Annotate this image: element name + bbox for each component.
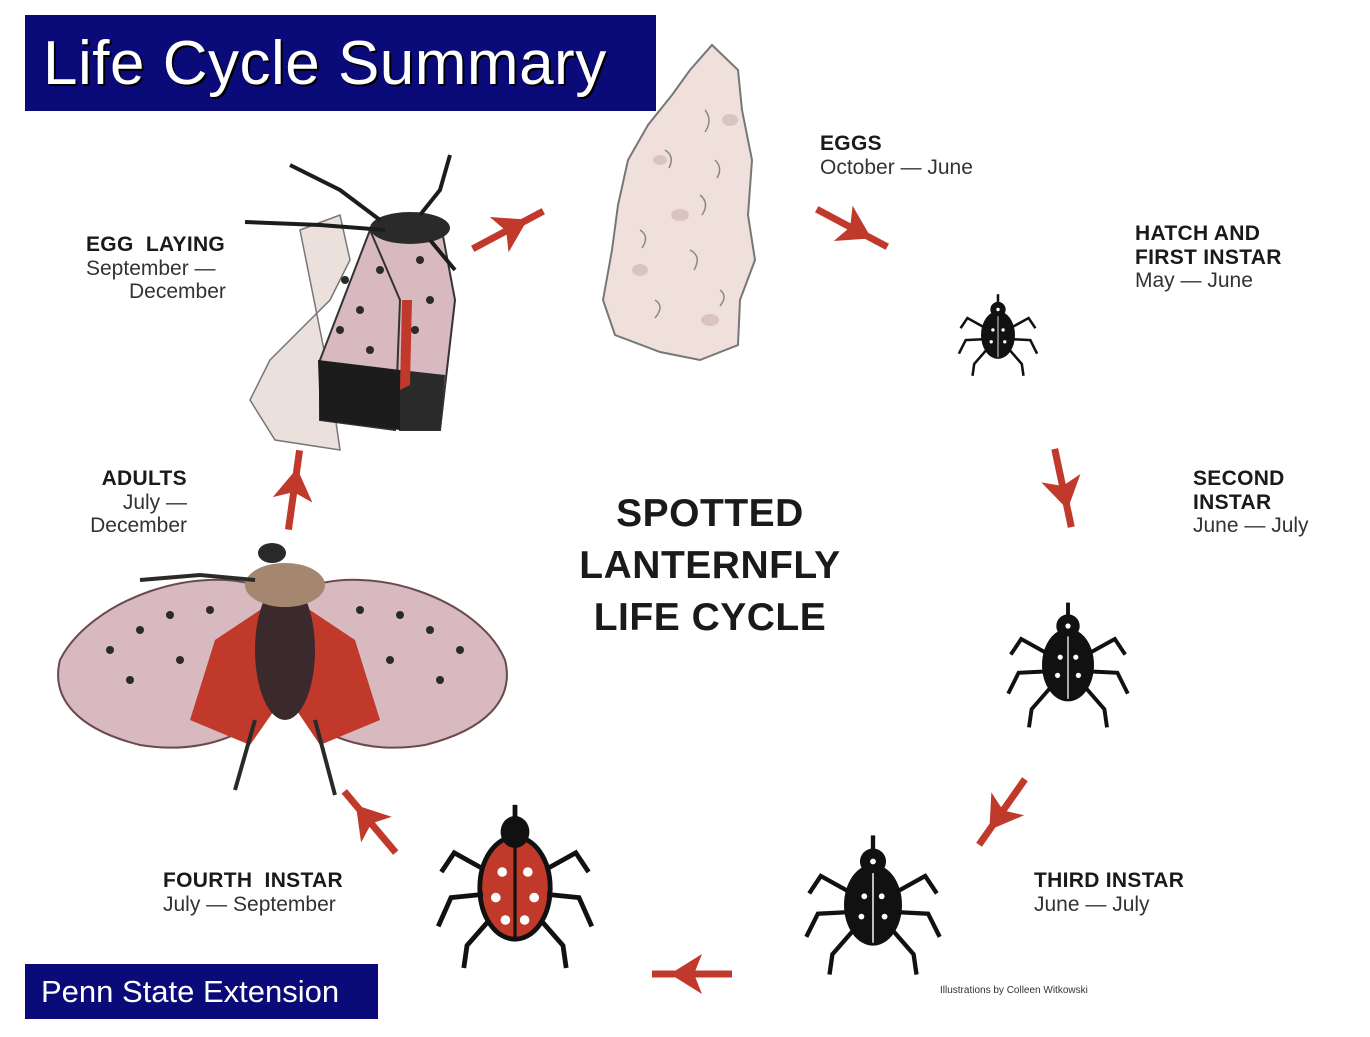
stage-third-instar-label: THIRD INSTAR June — July bbox=[1034, 869, 1184, 916]
cycle-arrow-third-to-fourth bbox=[652, 954, 732, 994]
stage-period: July — bbox=[122, 490, 187, 514]
stage-name: THIRD INSTAR bbox=[1034, 869, 1185, 892]
stage-period: July — September bbox=[163, 892, 336, 916]
stage-fourth-instar-label: FOURTH INSTAR July — September bbox=[163, 869, 343, 916]
stage-period: December bbox=[90, 514, 187, 538]
fourth-instar-illustration bbox=[436, 804, 594, 969]
title-banner: Life Cycle Summary bbox=[25, 15, 656, 111]
cycle-arrow-second-to-third bbox=[963, 768, 1042, 856]
third-instar-illustration bbox=[806, 835, 939, 974]
first-instar-illustration bbox=[957, 292, 1039, 378]
stage-name: INSTAR bbox=[1193, 490, 1272, 514]
cycle-arrow-egg-laying-to-eggs bbox=[463, 194, 552, 267]
cycle-arrow-eggs-to-hatch bbox=[807, 192, 896, 265]
footer-banner: Penn State Extension bbox=[25, 964, 378, 1019]
adult-illustration bbox=[57, 543, 508, 796]
center-title-line: LANTERNFLY bbox=[579, 544, 841, 587]
center-title-line: LIFE CYCLE bbox=[593, 596, 827, 639]
illustration-credit: Illustrations by Colleen Witkowski bbox=[940, 985, 1088, 996]
stage-hatch-first-instar-label: HATCH AND FIRST INSTAR May — June bbox=[1135, 222, 1282, 293]
footer-label: Penn State Extension bbox=[41, 973, 340, 1009]
stage-eggs-label: EGGS October — June bbox=[820, 132, 973, 179]
stage-name: HATCH AND bbox=[1135, 222, 1261, 245]
second-instar-illustration bbox=[1006, 600, 1130, 730]
stage-period: October — June bbox=[820, 155, 973, 179]
egg-mass-illustration bbox=[601, 43, 757, 362]
egg-laying-adult-illustration bbox=[244, 154, 457, 451]
stage-period: September — bbox=[86, 256, 216, 280]
cycle-arrow-first-to-second bbox=[1035, 445, 1091, 532]
stage-period: June — July bbox=[1193, 514, 1309, 538]
stage-name: FOURTH INSTAR bbox=[163, 869, 343, 892]
stage-egg-laying-label: EGG LAYING September — December bbox=[86, 233, 226, 304]
cycle-arrow-adult-to-egg-laying bbox=[269, 448, 320, 533]
page-title: Life Cycle Summary bbox=[43, 28, 607, 98]
center-title-line: SPOTTED bbox=[616, 492, 804, 535]
stage-period: December bbox=[129, 280, 226, 304]
stage-name: SECOND bbox=[1193, 467, 1285, 490]
diagram-center-title: SPOTTED LANTERNFLY LIFE CYCLE bbox=[540, 488, 880, 644]
stage-period: May — June bbox=[1135, 269, 1253, 293]
cycle-arrow-fourth-to-adult bbox=[329, 779, 411, 866]
stage-name: EGGS bbox=[820, 132, 882, 155]
stage-name: ADULTS bbox=[101, 467, 187, 490]
stage-name: FIRST INSTAR bbox=[1135, 245, 1282, 269]
stage-name: EGG LAYING bbox=[86, 233, 226, 256]
stage-adults-label: ADULTS July — December bbox=[60, 467, 187, 538]
stage-second-instar-label: SECOND INSTAR June — July bbox=[1193, 467, 1309, 538]
stage-period: June — July bbox=[1034, 892, 1150, 916]
